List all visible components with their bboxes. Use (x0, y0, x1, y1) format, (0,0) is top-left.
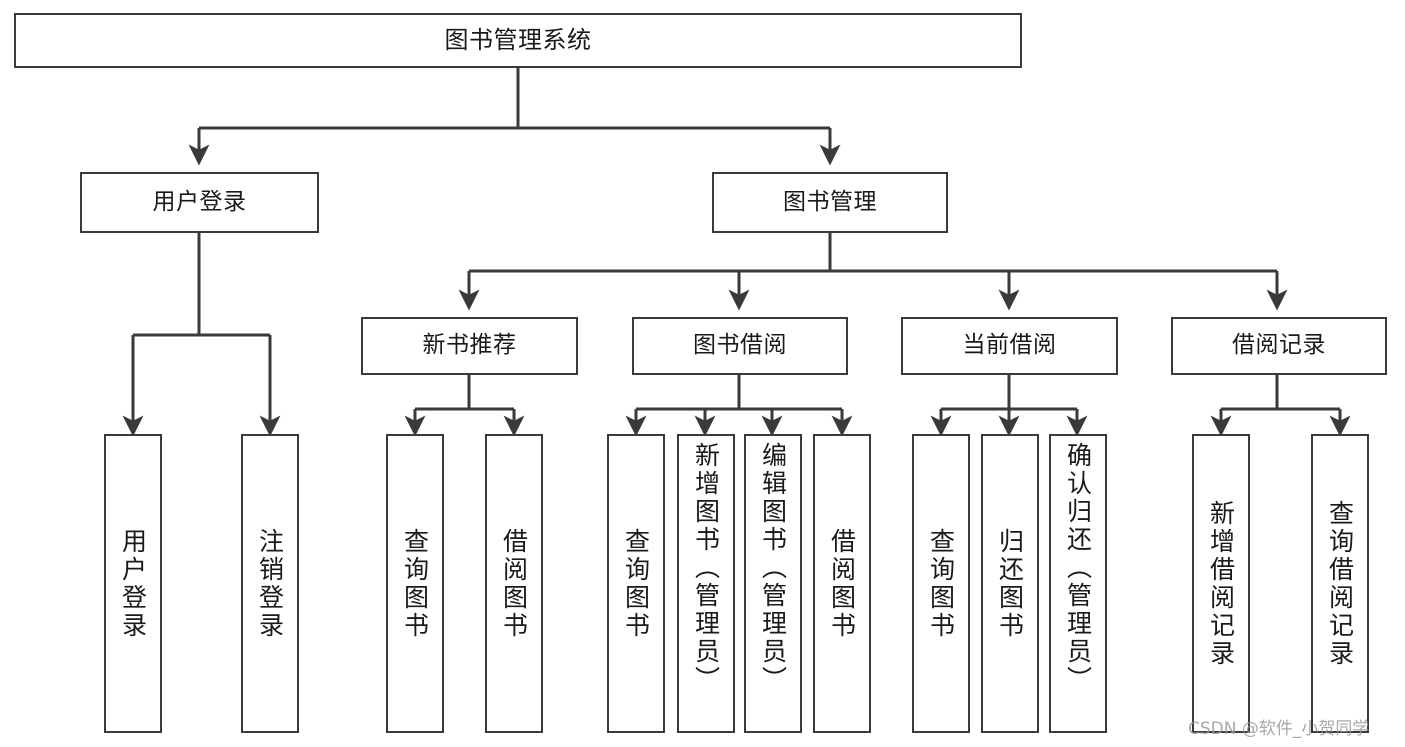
node-label: 图书管理 (783, 188, 877, 215)
node-label: 图书借阅 (693, 332, 787, 359)
node-label: 归还图书 (995, 527, 1025, 640)
leaf-query-book-recommend[interactable]: 查询图书 (386, 434, 444, 733)
node-label: 新书推荐 (422, 332, 517, 359)
node-label: 用户登录 (152, 188, 247, 215)
leaf-confirm-return-admin[interactable]: 确认归还（管理员） (1049, 434, 1107, 733)
node-label: 注销登录 (255, 527, 285, 640)
node-label: 编辑图书（管理员） (758, 442, 788, 694)
node-book-borrow[interactable]: 图书借阅 (632, 317, 848, 375)
watermark-text: CSDN @软件_小贺同学 (1188, 719, 1370, 739)
node-label: 当前借阅 (962, 332, 1057, 359)
node-label: 查询借阅记录 (1325, 499, 1355, 668)
leaf-user-login[interactable]: 用户登录 (104, 434, 162, 733)
node-user-login[interactable]: 用户登录 (80, 172, 319, 233)
leaf-query-borrow-record[interactable]: 查询借阅记录 (1311, 434, 1369, 733)
node-label: 查询图书 (621, 527, 651, 640)
node-current-borrow[interactable]: 当前借阅 (901, 317, 1118, 375)
node-label: 借阅图书 (827, 527, 857, 640)
leaf-return-book[interactable]: 归还图书 (981, 434, 1039, 733)
node-label: 图书管理系统 (444, 26, 592, 55)
leaf-query-book-current[interactable]: 查询图书 (912, 434, 970, 733)
leaf-borrow-book[interactable]: 借阅图书 (813, 434, 871, 733)
leaf-borrow-book-recommend[interactable]: 借阅图书 (485, 434, 543, 733)
node-borrow-record[interactable]: 借阅记录 (1171, 317, 1387, 375)
leaf-query-book-borrow[interactable]: 查询图书 (607, 434, 665, 733)
node-label: 新增图书（管理员） (691, 442, 721, 694)
node-label: 借阅记录 (1232, 332, 1326, 359)
leaf-add-borrow-record[interactable]: 新增借阅记录 (1192, 434, 1250, 733)
leaf-add-book-admin[interactable]: 新增图书（管理员） (677, 434, 735, 733)
node-label: 查询图书 (400, 527, 430, 640)
node-new-book-recommend[interactable]: 新书推荐 (361, 317, 578, 375)
leaf-logout[interactable]: 注销登录 (241, 434, 299, 733)
node-book-management[interactable]: 图书管理 (712, 172, 948, 233)
node-label: 确认归还（管理员） (1063, 442, 1093, 694)
node-root-book-management-system[interactable]: 图书管理系统 (14, 13, 1022, 68)
leaf-edit-book-admin[interactable]: 编辑图书（管理员） (744, 434, 802, 733)
node-label: 查询图书 (926, 527, 956, 640)
node-label: 新增借阅记录 (1206, 499, 1236, 668)
node-label: 用户登录 (118, 527, 148, 640)
node-label: 借阅图书 (499, 527, 529, 640)
